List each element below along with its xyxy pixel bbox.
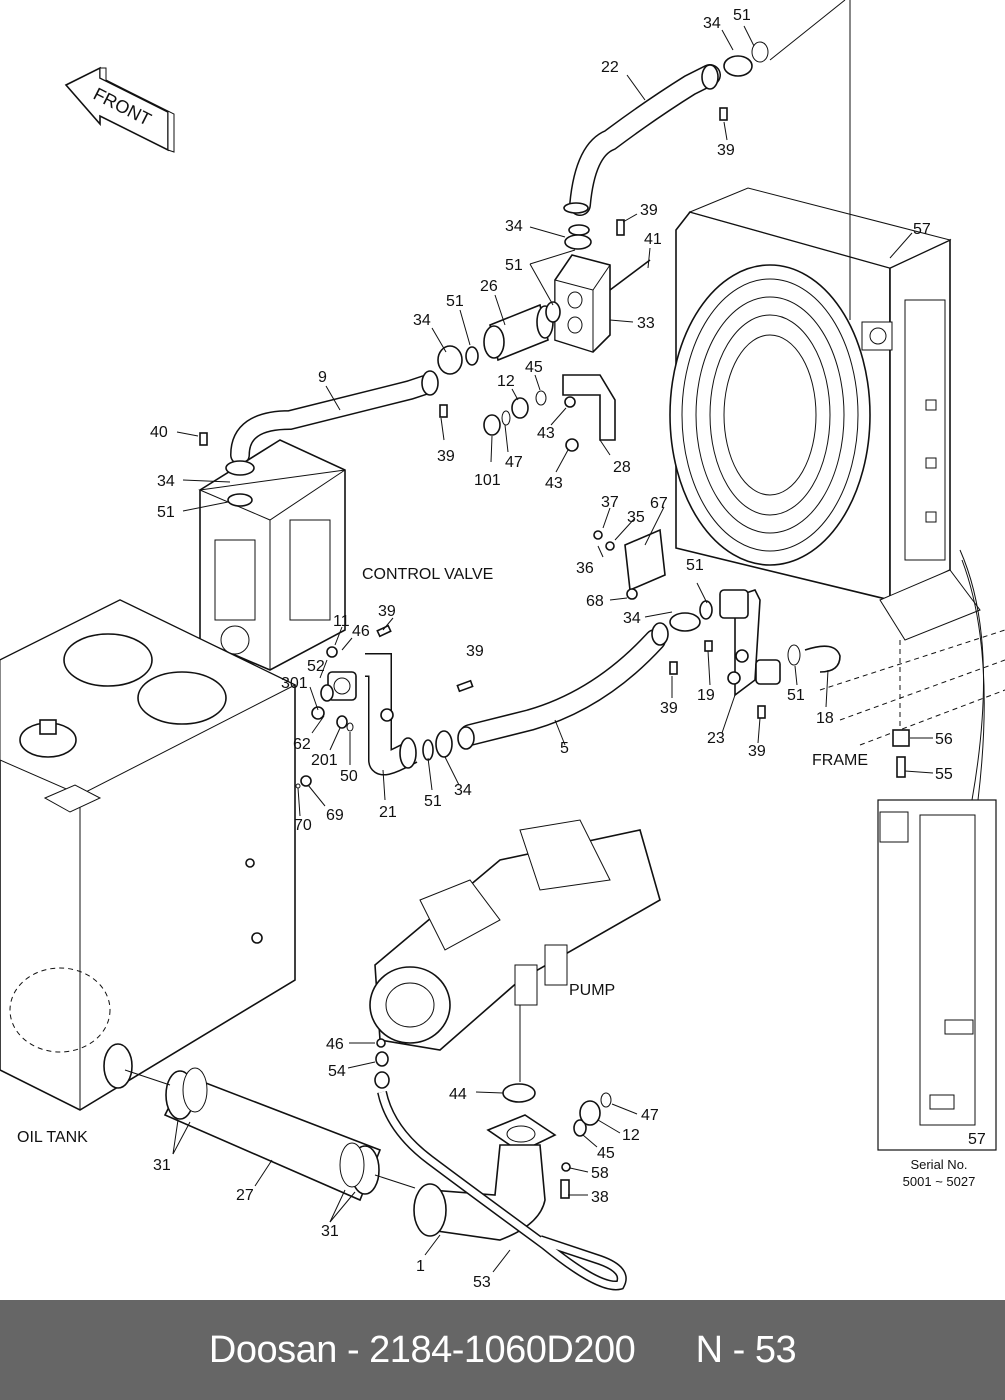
- callout-11: 11: [333, 613, 350, 630]
- callout-22: 22: [601, 59, 619, 76]
- callout-52: 52: [307, 658, 325, 675]
- callout-34: 34: [157, 473, 175, 490]
- footer-part-number: 2184-1060D200: [369, 1328, 636, 1371]
- pump-caption: PUMP: [569, 982, 615, 999]
- callout-69: 69: [326, 807, 344, 824]
- footer-gap: [635, 1329, 695, 1372]
- tube-27: [124, 1067, 416, 1202]
- hose-9: [230, 370, 439, 465]
- footer-brand: Doosan: [208, 1328, 337, 1371]
- callout-50: 50: [340, 768, 358, 785]
- callout-54: 54: [328, 1063, 346, 1080]
- callout-53: 53: [473, 1274, 491, 1291]
- oil-tank: [0, 599, 297, 1111]
- callout-39: 39: [466, 643, 484, 660]
- callout-33: 33: [637, 315, 655, 332]
- footer-page-ref: N - 53: [695, 1328, 797, 1371]
- callout-39: 39: [748, 743, 766, 760]
- callout-34: 34: [703, 15, 721, 32]
- callout-70: 70: [294, 817, 312, 834]
- callout-46: 46: [326, 1036, 344, 1053]
- callout-34: 34: [505, 218, 523, 235]
- callout-34: 34: [413, 312, 431, 329]
- front-arrow-icon: FRONT: [64, 66, 175, 153]
- callout-39: 39: [437, 448, 455, 465]
- callout-57: 57: [913, 221, 931, 238]
- callout-27: 27: [236, 1187, 254, 1204]
- callout-58: 58: [591, 1165, 609, 1182]
- parts-diagram: FRONT 57 Serial N: [0, 0, 1005, 1291]
- callout-67: 67: [650, 495, 668, 512]
- callout-9: 9: [318, 369, 327, 386]
- callout-23: 23: [707, 730, 725, 747]
- callout-5: 5: [560, 740, 569, 757]
- footer-separator: -: [336, 1328, 370, 1371]
- callout-51: 51: [157, 504, 175, 521]
- control-valve: [198, 432, 346, 671]
- callout-39: 39: [660, 700, 678, 717]
- callout-34: 34: [623, 610, 641, 627]
- callout-56: 56: [935, 731, 953, 748]
- oil-tank-caption: OIL TANK: [17, 1129, 88, 1146]
- callout-39: 39: [378, 603, 396, 620]
- callout-51: 51: [424, 793, 442, 810]
- callout-51: 51: [446, 293, 464, 310]
- callout-51: 51: [686, 557, 704, 574]
- callout-19: 19: [697, 687, 715, 704]
- callout-37: 37: [601, 494, 619, 511]
- callout-26: 26: [480, 278, 498, 295]
- callout-47: 47: [505, 454, 523, 471]
- bracket-28: [483, 374, 616, 452]
- callout-55: 55: [935, 766, 953, 783]
- callout-35: 35: [627, 509, 645, 526]
- callout-labels: 34 51 22 39 34 39 41 51 57 51 26 34 33 9…: [150, 7, 953, 1291]
- callout-45: 45: [525, 359, 543, 376]
- callout-44: 44: [449, 1086, 467, 1103]
- callout-18: 18: [816, 710, 834, 727]
- callout-51: 51: [505, 257, 523, 274]
- callout-45: 45: [597, 1145, 615, 1162]
- callout-43: 43: [537, 425, 555, 442]
- callout-21: 21: [379, 804, 397, 821]
- hose-5: [457, 622, 669, 750]
- frame-outline: [819, 629, 1005, 778]
- callout-12: 12: [497, 373, 515, 390]
- serial-range: 5001 ~ 5027: [903, 1174, 976, 1189]
- callout-1: 1: [416, 1258, 425, 1275]
- callout-68: 68: [586, 593, 604, 610]
- frame-caption: FRAME: [812, 752, 868, 769]
- block-33: [437, 219, 651, 418]
- callout-39: 39: [640, 202, 658, 219]
- inset-part-ref: 57: [968, 1131, 986, 1148]
- callout-12: 12: [622, 1127, 640, 1144]
- hose-22: [563, 41, 769, 216]
- callout-201: 201: [311, 752, 338, 769]
- serial-inset: 57 Serial No. 5001 ~ 5027: [877, 799, 997, 1189]
- pipe-21: [295, 624, 474, 789]
- callout-47: 47: [641, 1107, 659, 1124]
- callout-51: 51: [787, 687, 805, 704]
- pump-assembly: [369, 819, 661, 1103]
- callout-40: 40: [150, 424, 168, 441]
- radiator-assembly: [669, 0, 981, 641]
- leader-lines: [172, 25, 934, 1273]
- callout-301: 301: [281, 675, 308, 692]
- callout-31: 31: [153, 1157, 171, 1174]
- callout-38: 38: [591, 1189, 609, 1206]
- callout-51: 51: [733, 7, 751, 24]
- callout-34: 34: [454, 782, 472, 799]
- callout-36: 36: [576, 560, 594, 577]
- callout-41: 41: [644, 231, 662, 248]
- callout-39: 39: [717, 142, 735, 159]
- footer-banner: Doosan - 2184-1060D200 N - 53: [0, 1300, 1005, 1400]
- callout-31: 31: [321, 1223, 339, 1240]
- serial-title: Serial No.: [910, 1157, 967, 1172]
- callout-28: 28: [613, 459, 631, 476]
- callout-62: 62: [293, 736, 311, 753]
- callout-46: 46: [352, 623, 370, 640]
- callout-43: 43: [545, 475, 563, 492]
- control-valve-caption: CONTROL VALVE: [362, 566, 493, 583]
- callout-101: 101: [474, 472, 501, 489]
- elbow-23: [593, 528, 841, 719]
